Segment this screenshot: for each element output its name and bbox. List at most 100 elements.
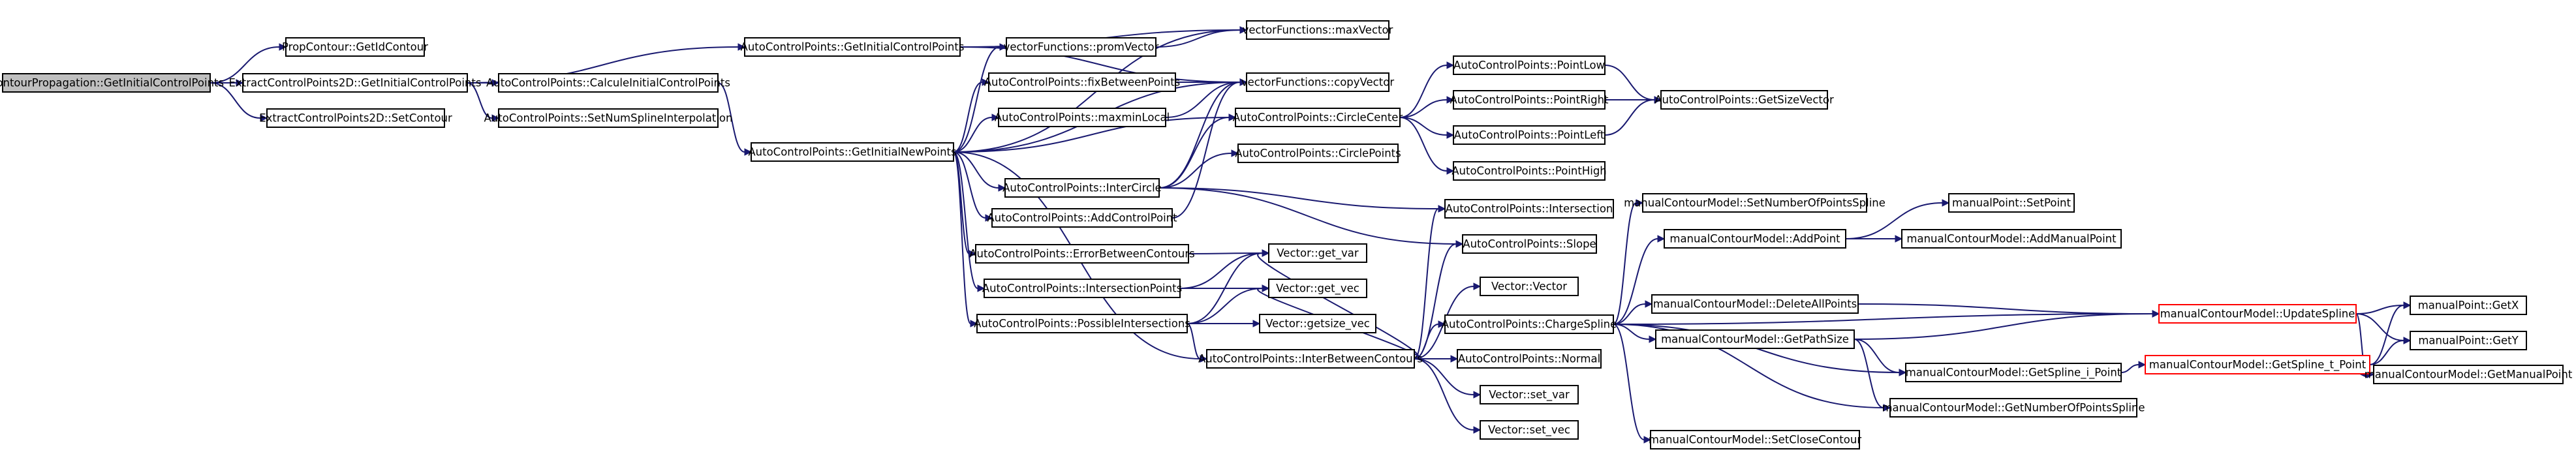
node-acp-calc[interactable]: AutoControlPoints::CalculeInitialControl… bbox=[486, 73, 730, 93]
node-box bbox=[1006, 37, 1156, 57]
node-label: AutoControlPoints::IntersectionPoints bbox=[982, 282, 1182, 295]
node-box bbox=[2, 73, 211, 93]
node-box bbox=[1246, 72, 1389, 92]
node-label: AutoControlPoints::PointLeft bbox=[1454, 129, 1605, 142]
node-label: manualContourModel::SetCloseContour bbox=[1649, 434, 1861, 446]
node-label: AutoControlPoints::PossibleIntersections bbox=[974, 318, 1190, 330]
node-box bbox=[266, 108, 445, 128]
node-mcm-getpathsize[interactable]: manualContourModel::GetPathSize bbox=[1655, 329, 1855, 349]
node-vf-maxvec[interactable]: vectorFunctions::maxVector bbox=[1243, 20, 1393, 40]
node-label: Vector::getsize_vec bbox=[1265, 318, 1370, 331]
node-vf-copyvec[interactable]: vectorFunctions::copyVector bbox=[1241, 72, 1394, 92]
node-label: AutoControlPoints::InterBetweenContours bbox=[1198, 353, 1423, 365]
node-acp-possible[interactable]: AutoControlPoints::PossibleIntersections bbox=[974, 314, 1190, 333]
edge-mcm-getpathsize-to-mcm-getspline-i bbox=[1854, 339, 1907, 376]
node-acp-getinitnew[interactable]: AutoControlPoints::GetInitialNewPoints bbox=[748, 142, 957, 162]
node-label: PropContour::GetIdContour bbox=[282, 41, 428, 53]
node-acp-getsize[interactable]: AutoControlPoints::GetSizeVector bbox=[1654, 90, 1834, 110]
node-ecp-getinit[interactable]: ExtractControlPoints2D::GetInitialContro… bbox=[229, 73, 482, 93]
node-mcm-addpoint[interactable]: manualContourModel::AddPoint bbox=[1664, 229, 1846, 249]
node-label: manualContourModel::GetPathSize bbox=[1661, 333, 1849, 346]
node-acp-normal[interactable]: AutoControlPoints::Normal bbox=[1457, 349, 1602, 369]
node-vec-setvec[interactable]: Vector::set_vec bbox=[1480, 420, 1579, 440]
node-acp-chargespline[interactable]: AutoControlPoints::ChargeSpline bbox=[1442, 314, 1617, 334]
node-vec-getvec[interactable]: Vector::get_vec bbox=[1268, 279, 1367, 298]
node-mcm-deleteall[interactable]: manualContourModel::DeleteAllPoints bbox=[1651, 294, 1859, 314]
node-vec-getvar[interactable]: Vector::get_var bbox=[1268, 243, 1367, 263]
edge-mcm-getspline-i-to-mcm-getspline-t bbox=[2120, 361, 2147, 373]
node-label: AutoControlPoints::ErrorBetweenContours bbox=[969, 248, 1195, 260]
node-label: AutoControlPoints::GetInitialNewPoints bbox=[748, 146, 956, 159]
node-acp-circlepoints[interactable]: AutoControlPoints::CirclePoints bbox=[1235, 144, 1401, 163]
node-vec-vector[interactable]: Vector::Vector bbox=[1480, 277, 1579, 296]
edge-acp-interbetween-to-vec-setvar bbox=[1414, 358, 1482, 399]
edge-mcm-update-to-mp-gety bbox=[2355, 313, 2412, 344]
node-box bbox=[1444, 199, 1614, 219]
edge-acp-circlecenter-to-acp-pointlow bbox=[1399, 61, 1455, 118]
node-mp-gety[interactable]: manualPoint::GetY bbox=[2410, 331, 2527, 350]
node-acp-addcp[interactable]: AutoControlPoints::AddControlPoint bbox=[987, 208, 1177, 228]
node-acp-pointhigh[interactable]: AutoControlPoints::PointHigh bbox=[1451, 161, 1607, 181]
node-label: Vector::get_var bbox=[1277, 247, 1359, 260]
edge-acp-getinitnew-to-acp-possible bbox=[953, 151, 978, 327]
node-root[interactable]: ContourPropagation::GetInitialControlPoi… bbox=[0, 73, 224, 93]
node-acp-interbetween[interactable]: AutoControlPoints::InterBetweenContours bbox=[1198, 349, 1423, 369]
node-vec-setvar[interactable]: Vector::set_var bbox=[1480, 385, 1579, 404]
node-acp-circlecenter[interactable]: AutoControlPoints::CircleCenter bbox=[1233, 108, 1403, 127]
node-acp-intersection[interactable]: AutoControlPoints::Intersection bbox=[1444, 199, 1614, 219]
node-label: AutoControlPoints::InterCircle bbox=[1002, 182, 1162, 194]
node-acp-pointlow[interactable]: AutoControlPoints::PointLow bbox=[1453, 55, 1606, 75]
node-mp-getx[interactable]: manualPoint::GetX bbox=[2410, 296, 2527, 315]
edge-acp-pointlow-to-acp-getsize bbox=[1604, 65, 1662, 104]
edge-mcm-update-to-mp-getx bbox=[2355, 301, 2412, 314]
node-box bbox=[976, 314, 1188, 333]
node-label: AutoControlPoints::GetInitialControlPoin… bbox=[741, 41, 965, 53]
node-mp-setpoint[interactable]: manualPoint::SetPoint bbox=[1948, 193, 2075, 213]
node-acp-setnum[interactable]: AutoControlPoints::SetNumSplineInterpola… bbox=[484, 108, 733, 128]
node-acp-interpoints[interactable]: AutoControlPoints::IntersectionPoints bbox=[982, 279, 1182, 298]
node-acp-pointright[interactable]: AutoControlPoints::PointRight bbox=[1450, 90, 1609, 110]
node-mcm-getmanual[interactable]: manualContourModel::GetManualPoint bbox=[2365, 365, 2573, 384]
edge-ecp-getinit-to-acp-setnum bbox=[467, 82, 500, 122]
node-mcm-addmanual[interactable]: manualContourModel::AddManualPoint bbox=[1901, 229, 2122, 249]
node-vec-getsize[interactable]: Vector::getsize_vec bbox=[1259, 314, 1376, 333]
edge-acp-intercircle-to-acp-slope bbox=[1158, 187, 1464, 248]
node-mcm-update[interactable]: manualContourModel::UpdateSpline bbox=[2158, 304, 2357, 324]
node-box bbox=[1480, 385, 1579, 404]
node-label: Vector::set_var bbox=[1489, 389, 1570, 402]
edge-acp-getinitnew-to-acp-interpoints bbox=[953, 151, 985, 292]
node-label: AutoControlPoints::maxminLocal bbox=[995, 112, 1170, 124]
node-label: Vector::get_vec bbox=[1276, 282, 1359, 296]
node-label: manualPoint::GetX bbox=[2418, 299, 2519, 312]
node-mcm-getspline-t[interactable]: manualContourModel::GetSpline_t_Point bbox=[2145, 355, 2370, 374]
node-acp-slope[interactable]: AutoControlPoints::Slope bbox=[1462, 234, 1597, 254]
node-acp-error[interactable]: AutoControlPoints::ErrorBetweenContours bbox=[969, 244, 1195, 264]
node-box bbox=[2410, 331, 2527, 350]
node-pc-getid[interactable]: PropContour::GetIdContour bbox=[282, 37, 428, 57]
node-vf-promvec[interactable]: vectorFunctions::promVector bbox=[1004, 37, 1159, 57]
node-acp-maxmin[interactable]: AutoControlPoints::maxminLocal bbox=[995, 108, 1170, 127]
node-box bbox=[1462, 234, 1597, 254]
node-box bbox=[1268, 243, 1367, 263]
node-acp-fix[interactable]: AutoControlPoints::fixBetweenPoints bbox=[984, 72, 1181, 92]
node-acp-pointleft[interactable]: AutoControlPoints::PointLeft bbox=[1453, 125, 1606, 145]
edges-layer bbox=[209, 26, 2412, 444]
node-box bbox=[2373, 365, 2564, 384]
node-label: AutoControlPoints::SetNumSplineInterpola… bbox=[484, 112, 733, 125]
edge-acp-interbetween-to-acp-intersection bbox=[1414, 205, 1446, 359]
node-label: manualContourModel::AddPoint bbox=[1669, 233, 1840, 245]
node-mcm-setclose[interactable]: manualContourModel::SetCloseContour bbox=[1649, 430, 1861, 449]
node-mcm-getnumspline[interactable]: manualContourModel::GetNumberOfPointsSpl… bbox=[1882, 398, 2145, 418]
node-label: vectorFunctions::maxVector bbox=[1243, 24, 1393, 37]
node-mcm-getspline-i[interactable]: manualContourModel::GetSpline_i_Point bbox=[1905, 363, 2122, 382]
node-box bbox=[975, 244, 1189, 264]
node-label: ExtractControlPoints2D::GetInitialContro… bbox=[229, 77, 482, 89]
node-mcm-setnum[interactable]: manualContourModel::SetNumberOfPointsSpl… bbox=[1624, 193, 1885, 213]
node-box bbox=[1651, 294, 1859, 314]
node-acp-getinitcp[interactable]: AutoControlPoints::GetInitialControlPoin… bbox=[741, 37, 965, 57]
node-label: manualContourModel::UpdateSpline bbox=[2160, 308, 2355, 320]
node-acp-intercircle[interactable]: AutoControlPoints::InterCircle bbox=[1002, 178, 1162, 198]
node-ecp-setcontour[interactable]: ExtractControlPoints2D::SetContour bbox=[259, 108, 452, 128]
node-label: AutoControlPoints::ChargeSpline bbox=[1442, 318, 1617, 331]
